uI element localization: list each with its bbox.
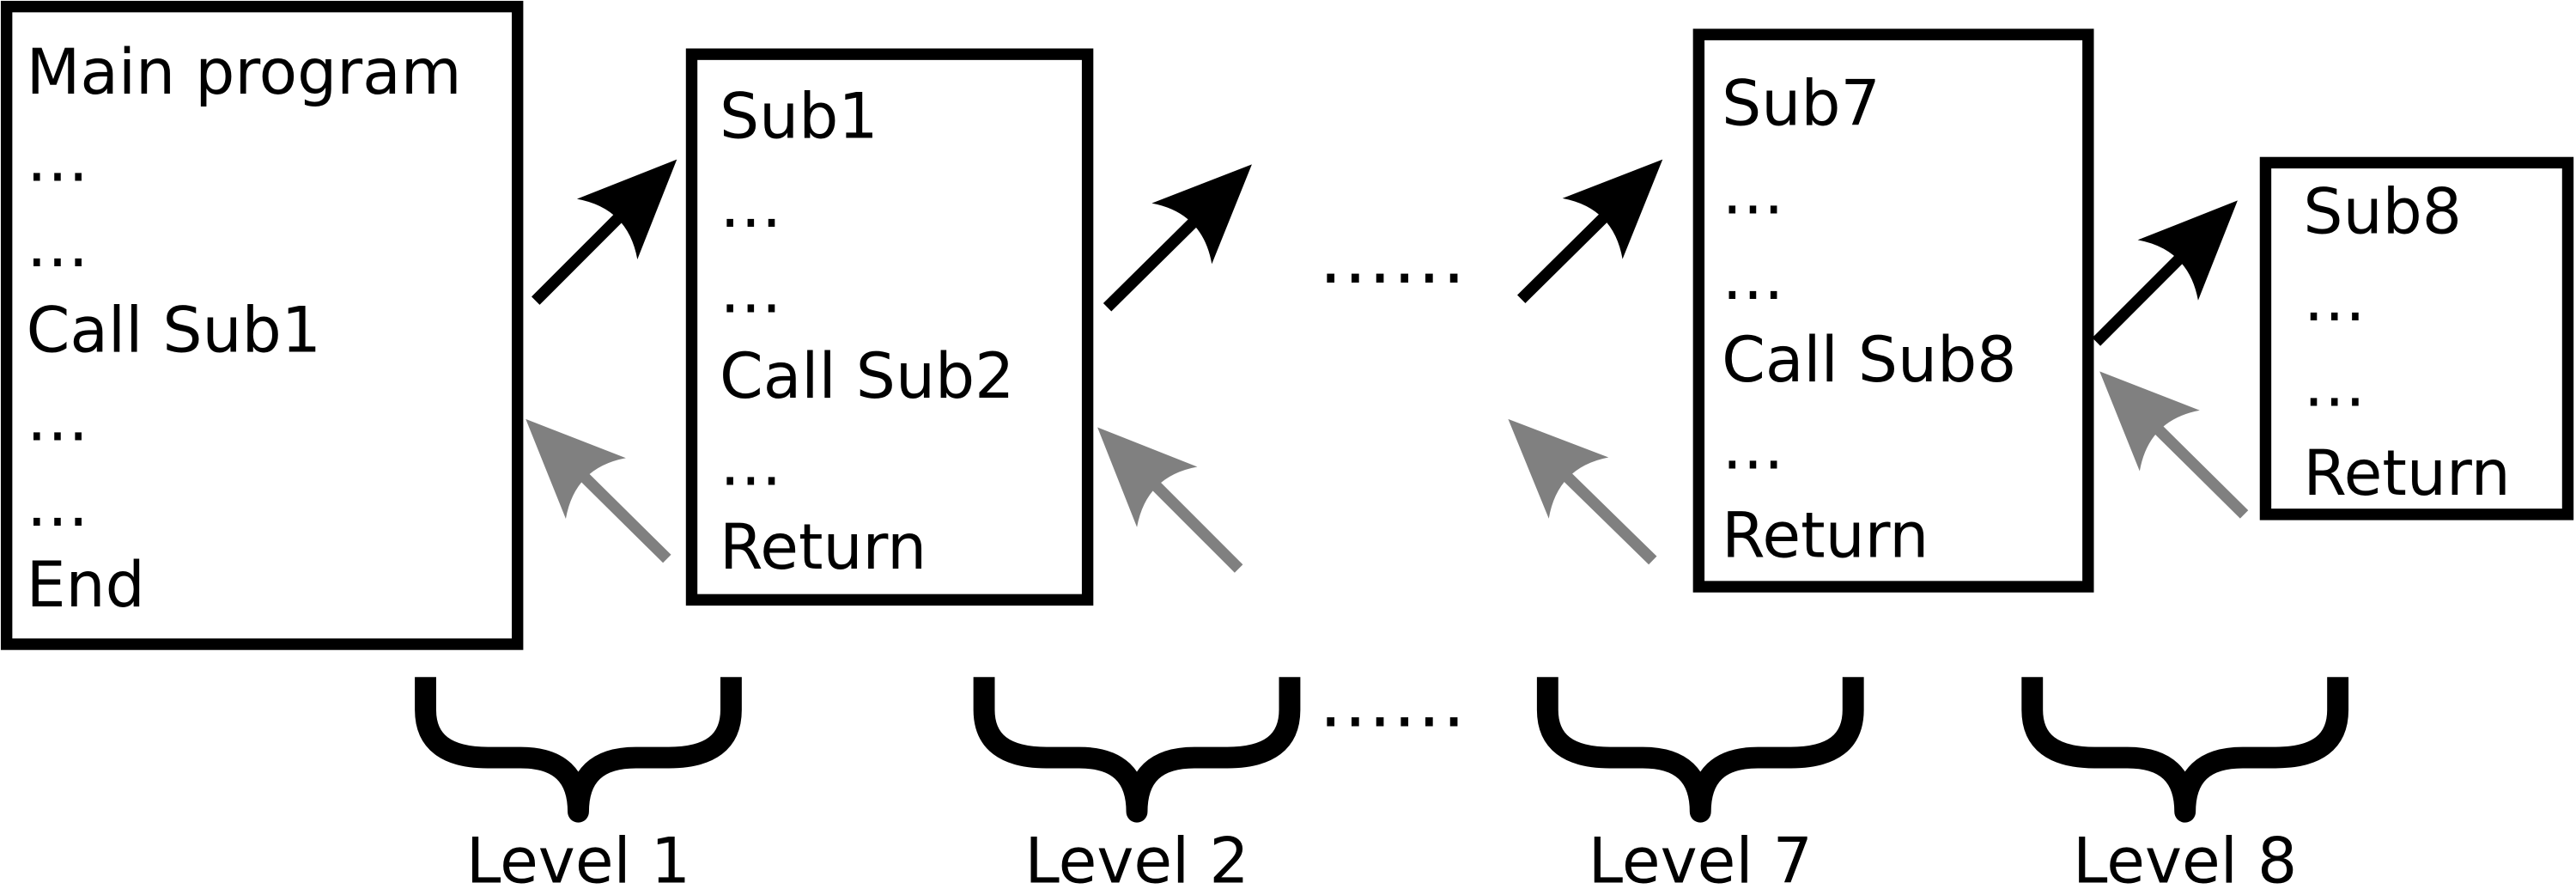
code-line: … bbox=[720, 428, 782, 500]
arrow-head bbox=[1151, 164, 1252, 265]
level-label: Level 1 bbox=[466, 825, 690, 889]
code-line: … bbox=[720, 256, 782, 328]
level-label: Level 7 bbox=[1589, 825, 1813, 889]
code-line: … bbox=[1722, 411, 1784, 484]
call-arrow bbox=[2092, 200, 2238, 346]
arrow-shaft bbox=[1103, 209, 1207, 312]
code-line: Return bbox=[720, 512, 927, 584]
arrow-head bbox=[526, 418, 626, 519]
code-line: Sub7 bbox=[1722, 68, 1880, 140]
arrow-head bbox=[2099, 371, 2200, 472]
code-line: … bbox=[1722, 242, 1784, 314]
code-line: Return bbox=[1722, 501, 1929, 573]
arrow-head bbox=[2137, 200, 2238, 301]
level-label: Level 8 bbox=[2073, 825, 2297, 889]
level-label: Level 2 bbox=[1024, 825, 1249, 889]
code-line: … bbox=[27, 124, 89, 196]
braces bbox=[415, 677, 2349, 823]
arrow-shaft bbox=[1142, 472, 1243, 573]
arrow-head bbox=[1097, 427, 1198, 527]
code-line: … bbox=[27, 469, 89, 541]
arrows bbox=[526, 159, 2249, 573]
return-arrow bbox=[1508, 418, 1657, 565]
arrow-shaft bbox=[2092, 245, 2193, 346]
code-line: … bbox=[2303, 264, 2366, 336]
curly-brace bbox=[973, 677, 1301, 823]
curly-brace bbox=[1536, 677, 1864, 823]
arrow-head bbox=[576, 159, 677, 259]
return-arrow bbox=[2099, 371, 2249, 519]
code-line: Call Sub2 bbox=[720, 341, 1014, 413]
arrow-head bbox=[1562, 159, 1663, 259]
code-line: Sub8 bbox=[2303, 177, 2462, 249]
ellipsis-top: ...... bbox=[1319, 216, 1467, 300]
code-line: … bbox=[1722, 157, 1784, 229]
arrow-head bbox=[1508, 418, 1609, 519]
arrow-shaft bbox=[2144, 416, 2249, 519]
code-line: Call Sub1 bbox=[27, 295, 321, 367]
code-line: End bbox=[27, 550, 145, 622]
code-line: … bbox=[2303, 350, 2366, 422]
sub8-block: Sub8 … … Return bbox=[2259, 156, 2574, 521]
return-arrow bbox=[1097, 427, 1243, 573]
code-line: Call Sub8 bbox=[1722, 325, 2016, 397]
code-line: Sub1 bbox=[720, 82, 878, 154]
arrow-shaft bbox=[1553, 463, 1657, 565]
code-line: … bbox=[27, 210, 89, 282]
return-arrow bbox=[526, 418, 671, 563]
arrow-shaft bbox=[1517, 204, 1618, 303]
sub7-block: Sub7 … … Call Sub8 … Return bbox=[1692, 28, 2094, 593]
ellipsis-bottom: ...... bbox=[1319, 660, 1467, 744]
arrow-shaft bbox=[570, 463, 671, 563]
sub1-block: Sub1 … … Call Sub2 … Return bbox=[685, 48, 1094, 606]
main-program-block: Main program … … Call Sub1 … … End bbox=[0, 0, 524, 650]
code-line: Main program bbox=[27, 37, 462, 109]
arrow-shaft bbox=[532, 204, 633, 305]
code-line: Return bbox=[2303, 438, 2510, 510]
curly-brace bbox=[415, 677, 742, 823]
curly-brace bbox=[2021, 677, 2349, 823]
call-arrow bbox=[1103, 164, 1252, 312]
call-arrow bbox=[1517, 159, 1663, 303]
code-line: … bbox=[720, 170, 782, 242]
code-line: … bbox=[27, 384, 89, 456]
call-arrow bbox=[532, 159, 677, 305]
